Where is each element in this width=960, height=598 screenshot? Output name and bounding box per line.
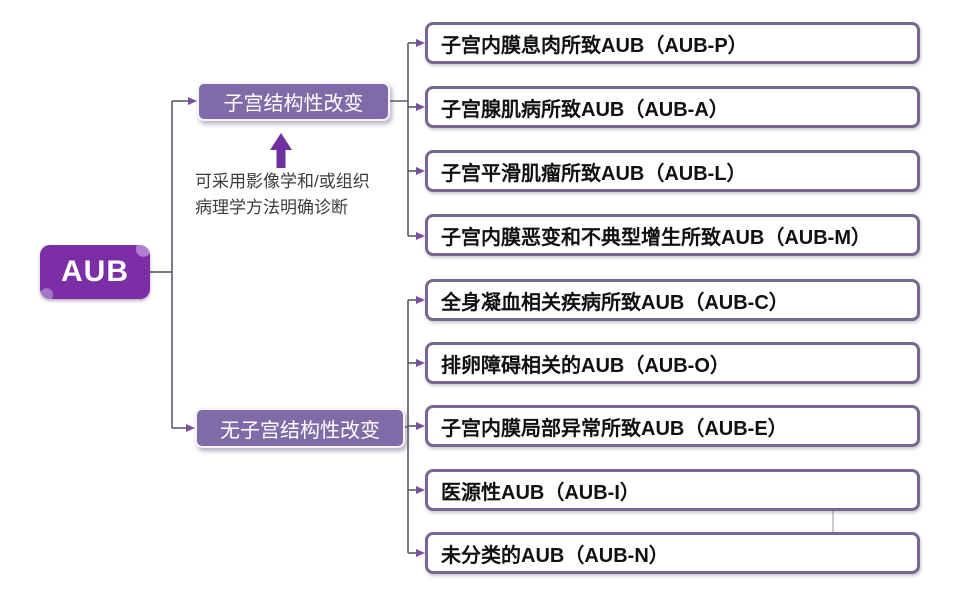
node-aub-i: 医源性AUB（AUB-I） [425, 469, 920, 511]
node-aub-root: AUB [40, 245, 150, 299]
node-aub-p-label: 子宫内膜息肉所致AUB（AUB-P） [441, 34, 748, 57]
node-aub-p: 子宫内膜息肉所致AUB（AUB-P） [425, 22, 920, 64]
node-aub-o: 排卵障碍相关的AUB（AUB-O） [425, 342, 920, 384]
node-aub-n-label: 未分类的AUB（AUB-N） [441, 544, 669, 567]
node-aub-l: 子宫平滑肌瘤所致AUB（AUB-L） [425, 150, 920, 192]
node-aub-o-label: 排卵障碍相关的AUB（AUB-O） [441, 354, 730, 377]
node-aub-c-label: 全身凝血相关疾病所致AUB（AUB-C） [441, 291, 789, 314]
node-aub-i-label: 医源性AUB（AUB-I） [441, 481, 640, 504]
node-non-structural-change-label: 无子宫结构性改变 [220, 419, 380, 442]
node-aub-n: 未分类的AUB（AUB-N） [425, 532, 920, 574]
node-aub-e-label: 子宫内膜局部异常所致AUB（AUB-E） [441, 417, 788, 440]
node-aub-l-label: 子宫平滑肌瘤所致AUB（AUB-L） [441, 162, 747, 185]
node-aub-c: 全身凝血相关疾病所致AUB（AUB-C） [425, 279, 920, 321]
node-aub-a-label: 子宫腺肌病所致AUB（AUB-A） [441, 98, 729, 121]
diagnosis-annotation: 可采用影像学和/或组织 病理学方法明确诊断 [195, 169, 415, 222]
node-aub-m-label: 子宫内膜恶变和不典型增生所致AUB（AUB-M） [441, 226, 871, 249]
node-non-structural-change: 无子宫结构性改变 [195, 408, 405, 448]
node-aub-root-label: AUB [61, 255, 129, 288]
node-aub-e: 子宫内膜局部异常所致AUB（AUB-E） [425, 405, 920, 447]
diagnosis-annotation-line2: 病理学方法明确诊断 [195, 198, 348, 218]
node-aub-a: 子宫腺肌病所致AUB（AUB-A） [425, 86, 920, 128]
diagnosis-annotation-line1: 可采用影像学和/或组织 [195, 172, 370, 191]
node-structural-change-label: 子宫结构性改变 [223, 93, 364, 115]
node-aub-m: 子宫内膜恶变和不典型增生所致AUB（AUB-M） [425, 214, 920, 256]
up-arrow-icon [270, 133, 292, 168]
node-structural-change: 子宫结构性改变 [197, 82, 390, 121]
